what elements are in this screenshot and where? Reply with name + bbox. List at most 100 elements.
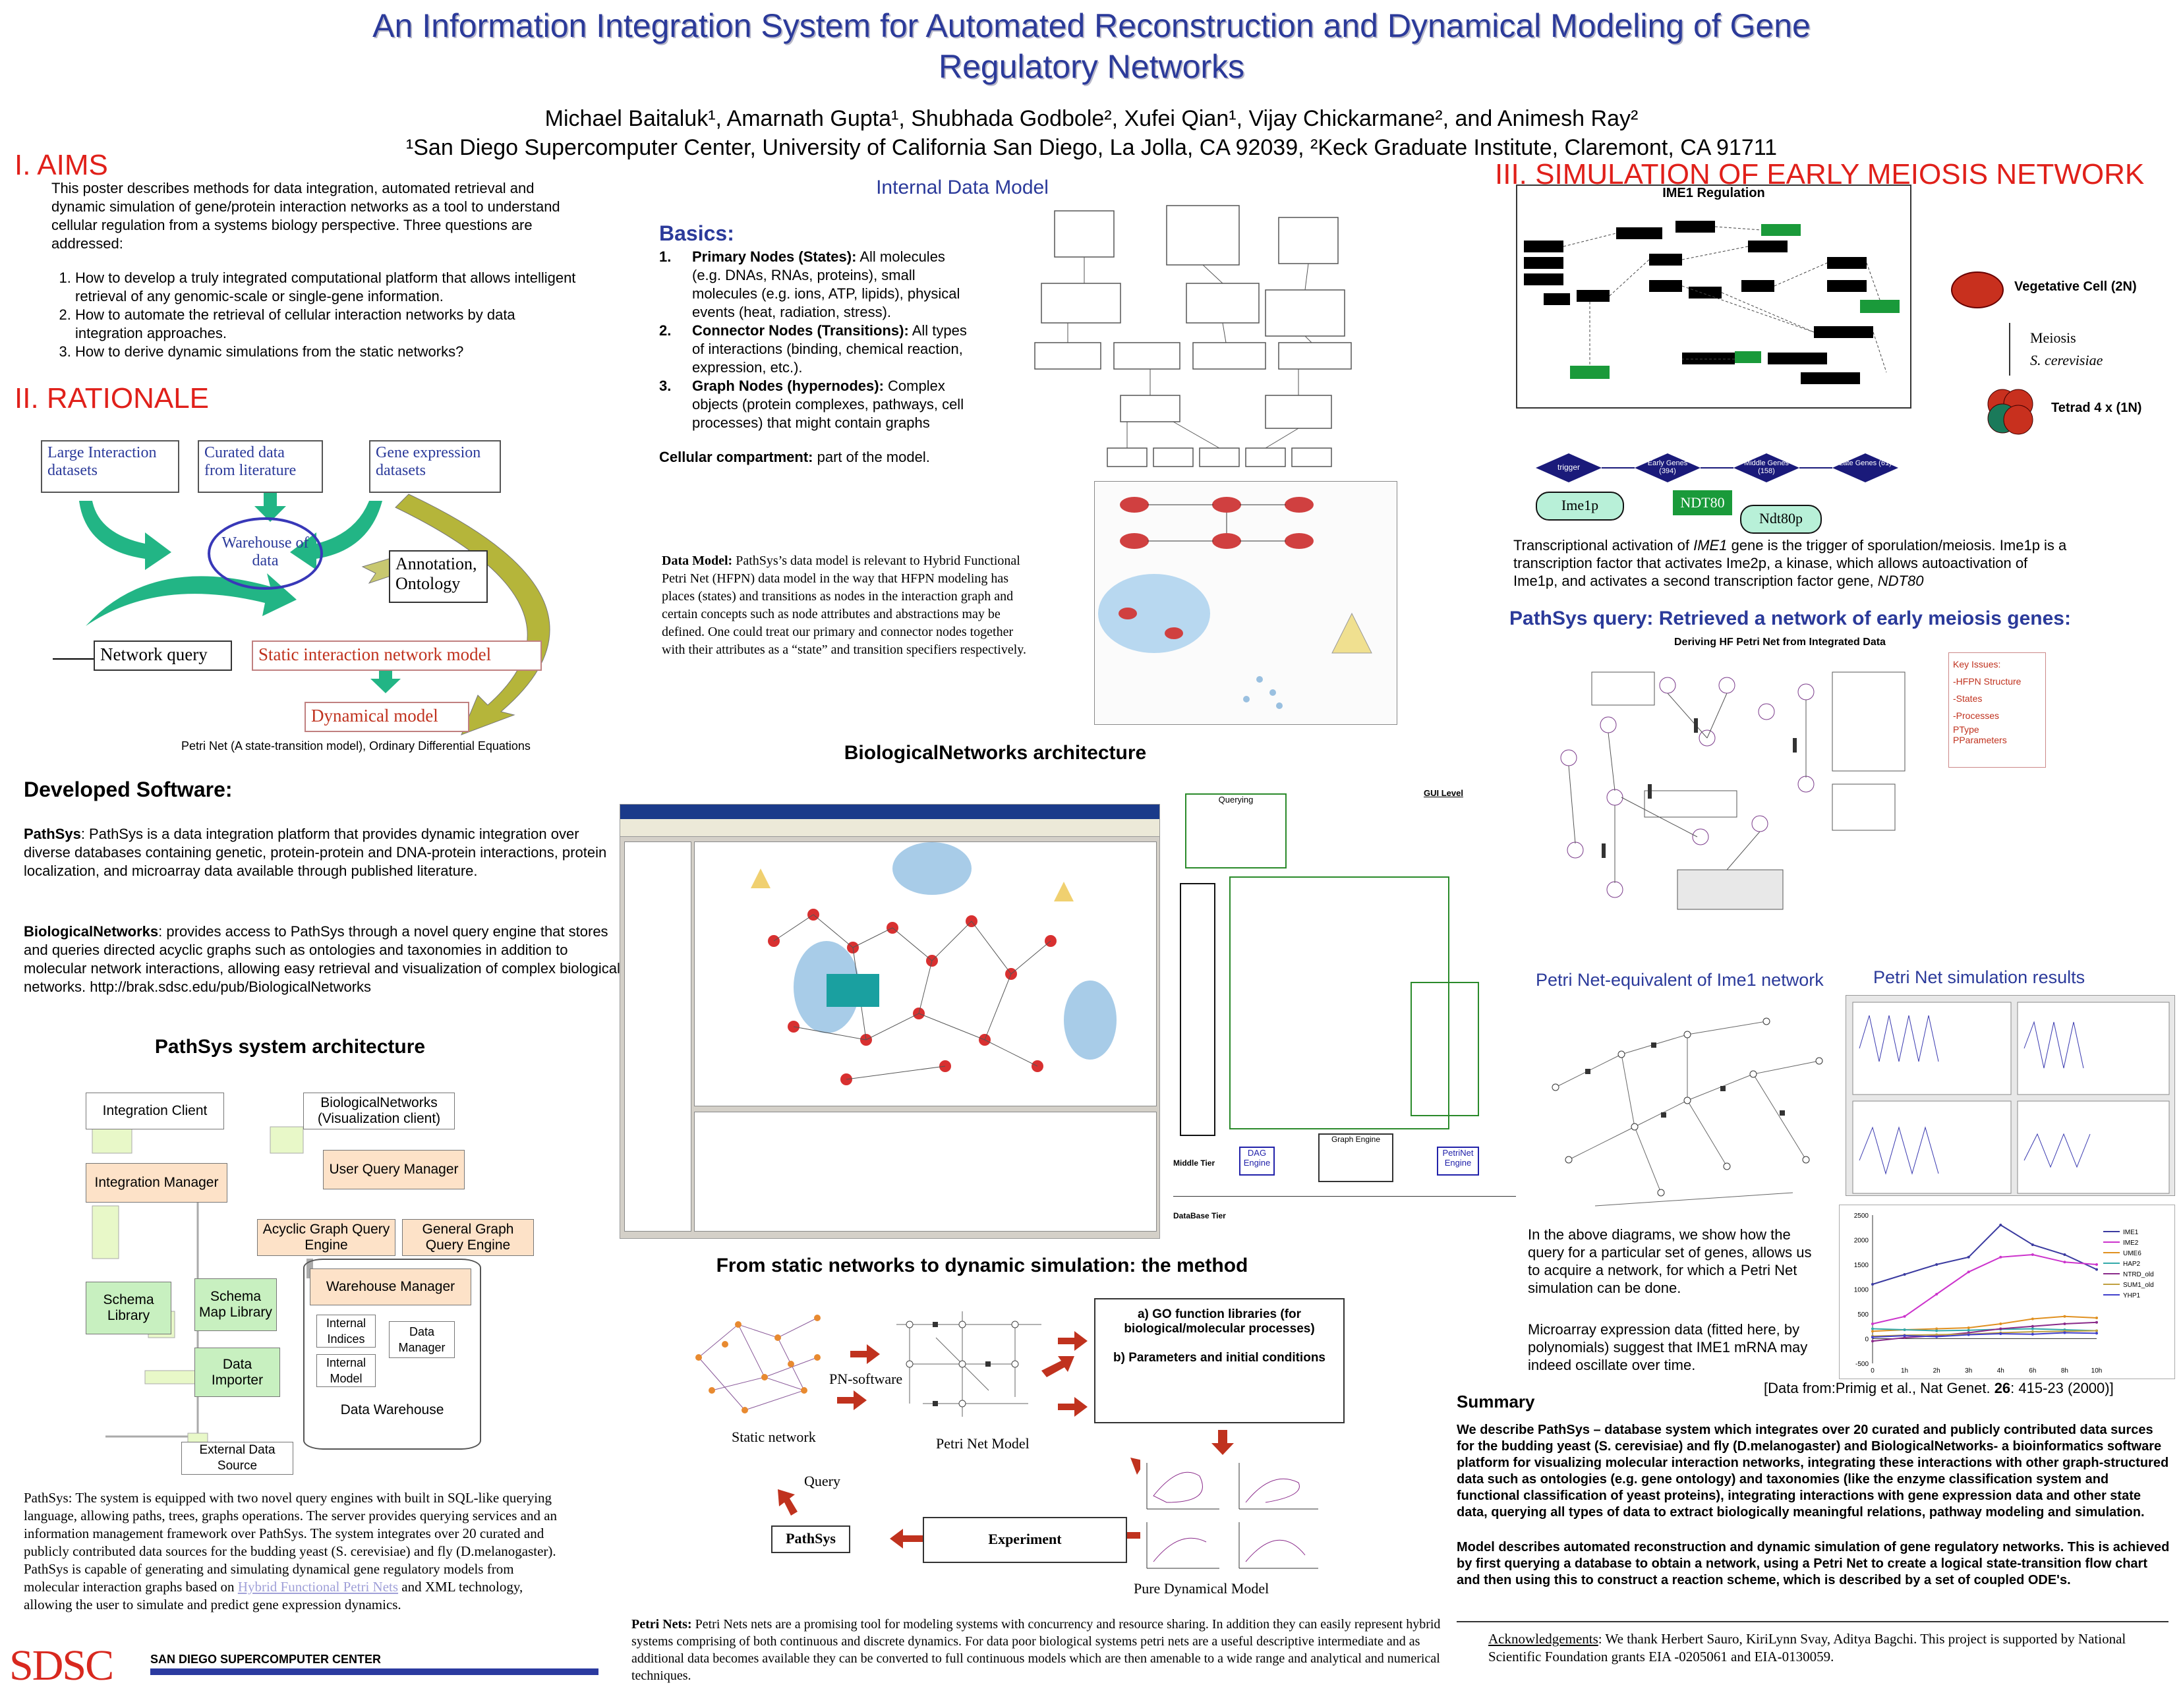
aims-heading: I. AIMS: [15, 149, 108, 181]
go-parameters-box: a) GO function libraries (for biological…: [1094, 1298, 1345, 1423]
data-warehouse-cylinder: [303, 1259, 481, 1450]
x-tick-label: 10h: [2091, 1367, 2103, 1375]
data-point: [1935, 1329, 1938, 1332]
data-point: [1935, 1333, 1938, 1336]
early-genes-label: Early Genes (394): [1647, 459, 1688, 475]
warehouse-ellipse: Warehouse of data: [208, 517, 323, 590]
data-point: [1903, 1315, 1906, 1318]
aims-item: How to automate the retrieval of cellula…: [75, 306, 587, 343]
legend-label: SUM1_old: [2123, 1282, 2154, 1289]
user-query-manager-box: User Query Manager: [323, 1150, 465, 1189]
data-point: [1999, 1224, 2002, 1226]
bn-window-titlebar: [620, 805, 1159, 819]
pathsys-arch-description: PathSys: The system is equipped with two…: [24, 1489, 571, 1614]
basics-item: 2.Connector Nodes (Transitions): All typ…: [659, 322, 967, 376]
tetrad-svg: [1987, 389, 2033, 435]
data-point: [2063, 1261, 2066, 1264]
data-point: [2095, 1332, 2098, 1335]
key-issues-box: Key Issues: -HFPN Structure -States -Pro…: [1948, 652, 2046, 768]
citation-volume: 26: [1994, 1380, 2011, 1396]
pure-dynamical-label: Pure Dynamical Model: [1134, 1580, 1269, 1597]
y-tick-label: 1000: [1854, 1287, 1869, 1294]
petrinet-engine-box: PetriNet Engine: [1437, 1147, 1479, 1176]
rationale-caption: Petri Net (A state-transition model), Or…: [181, 739, 531, 753]
go-libraries-text: a) GO function libraries (for biological…: [1124, 1307, 1315, 1336]
arrow-icon: [254, 491, 286, 522]
data-importer-box: Data Importer: [194, 1348, 280, 1397]
series-line: [1872, 1253, 2097, 1324]
bn-url[interactable]: http://brak.sdsc.edu/pub/BiologicalNetwo…: [90, 979, 372, 995]
trigger-label: trigger: [1557, 463, 1580, 472]
para-pre: Transcriptional activation of: [1513, 537, 1694, 554]
integration-client-box: Integration Client: [86, 1093, 224, 1129]
basics-item-label: Graph Nodes (hypernodes):: [692, 378, 884, 394]
data-point: [2063, 1315, 2066, 1318]
bn-label: BiologicalNetworks: [24, 923, 159, 940]
data-point: [2095, 1329, 2098, 1332]
arrow-icon: [79, 501, 171, 570]
pathsys-label: PathSys: [24, 826, 81, 842]
aims-item: How to develop a truly integrated comput…: [75, 269, 587, 306]
large-interaction-box: Large Interaction datasets: [41, 440, 179, 493]
bn-network-svg: [751, 842, 1117, 1085]
querying-group: Querying: [1185, 793, 1287, 868]
hfpn-derivation-figure: [1529, 652, 1964, 942]
legend-label: NTRD_old: [2123, 1271, 2154, 1278]
data-source-citation: [Data from:Primig et al., Nat Genet. 26:…: [1764, 1380, 2114, 1397]
key-issue-item: PType: [1953, 724, 1979, 735]
basics-item: 3.Graph Nodes (hypernodes): Complex obje…: [659, 378, 964, 431]
acknowledgements: Acknowledgements: We thank Herbert Sauro…: [1488, 1630, 2174, 1666]
authors: Michael Baitaluk¹, Amarnath Gupta¹, Shub…: [544, 106, 1639, 131]
arrow-icon: [270, 1126, 304, 1154]
data-point: [2031, 1317, 2034, 1321]
data-model-text: PathSys’s data model is relevant to Hybr…: [662, 554, 1026, 657]
summary-paragraph-1: We describe PathSys – database system wh…: [1457, 1423, 2169, 1520]
summary-heading: Summary: [1457, 1392, 1535, 1411]
y-tick-label: 2500: [1854, 1212, 1869, 1220]
dynamical-model-box: Dynamical model: [305, 702, 469, 732]
pathsys-arch-heading: PathSys system architecture: [154, 1036, 426, 1058]
pure-dynamical-svg: [1146, 1463, 1318, 1569]
key-issue-item: Key Issues:: [1953, 659, 2001, 669]
rationale-diagram: Large Interaction datasets Curated data …: [40, 435, 620, 751]
data-warehouse-label: Data Warehouse: [340, 1402, 444, 1417]
petri-net-model-label: Petri Net Model: [936, 1435, 1030, 1452]
uml-diagram-svg: [1034, 205, 1352, 467]
bn-graph-canvas: [694, 841, 1157, 1106]
petri-nets-label: Petri Nets:: [631, 1617, 692, 1632]
sdsc-logo: SDSC: [9, 1641, 114, 1690]
cellular-label: Cellular compartment:: [659, 449, 813, 465]
para-ime1: IME1: [1693, 537, 1728, 554]
late-genes-label: Late Genes (61): [1839, 459, 1892, 467]
external-source-box: External Data Source: [181, 1442, 293, 1475]
data-point: [1999, 1332, 2002, 1335]
sdsc-center-name: SAN DIEGO SUPERCOMPUTER CENTER: [150, 1653, 382, 1666]
bn-screenshot: [620, 804, 1160, 1239]
petri-nets-text: Petri Nets nets are a promising tool for…: [631, 1617, 1441, 1683]
y-tick-label: 500: [1857, 1311, 1869, 1319]
ndt80p-node: Ndt80p: [1740, 505, 1822, 534]
gui-components-group: [1229, 876, 1449, 1129]
warehouse-manager-box: Warehouse Manager: [310, 1268, 471, 1305]
aims-section: This poster describes methods for data i…: [51, 179, 587, 361]
ack-text: : We thank Herbert Sauro, KiriLynn Svay,…: [1488, 1631, 2126, 1665]
affiliations: ¹San Diego Supercomputer Center, Univers…: [405, 135, 1778, 160]
hfpn-derivation-svg: [1560, 671, 1906, 910]
basics-heading: Basics:: [659, 221, 734, 245]
static-network-label: Static network: [732, 1429, 816, 1445]
poster-title: An Information Integration System for Au…: [0, 5, 2183, 87]
hfpn-link[interactable]: Hybrid Functional Petri Nets: [237, 1579, 399, 1595]
data-point: [1967, 1326, 1970, 1329]
legend-label: IME1: [2123, 1229, 2139, 1236]
database-tier-label: DataBase Tier: [1173, 1211, 1226, 1220]
data-point: [1903, 1336, 1906, 1339]
internal-indices-box: Internal Indices: [316, 1315, 376, 1348]
data-point: [1935, 1335, 1938, 1338]
y-tick-label: -500: [1855, 1361, 1869, 1368]
tetrad-label: Tetrad 4 x (1N): [2051, 401, 2142, 415]
data-model-description: Data Model: PathSys’s data model is rele…: [662, 552, 1031, 659]
key-issue-item: PParameters: [1953, 735, 2007, 745]
x-tick-label: 2h: [1933, 1367, 1940, 1375]
experiment-box: Experiment: [923, 1517, 1127, 1563]
pathsys-description: PathSys: PathSys is a data integration p…: [24, 825, 617, 880]
